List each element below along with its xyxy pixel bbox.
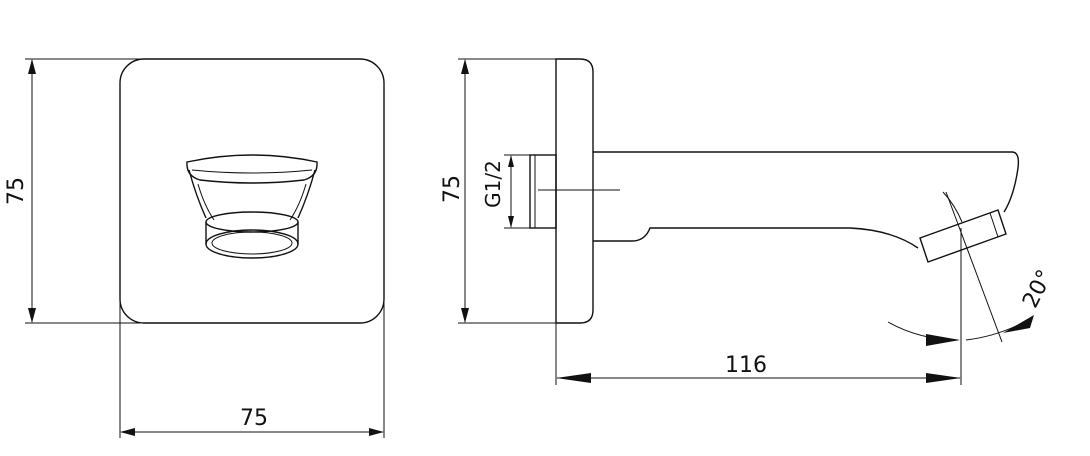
angle-label: 20°: [1018, 266, 1058, 312]
side-height-label: 75: [440, 175, 465, 203]
front-view: 75 75: [4, 58, 385, 438]
side-cover-plate: [555, 58, 594, 324]
thread-connector: [529, 154, 620, 229]
angle-dimension: 20°: [887, 191, 1058, 346]
projection-dimension: 116: [555, 228, 962, 385]
spout-body: [593, 151, 1020, 263]
front-width-label: 75: [240, 406, 268, 431]
front-width-dimension: 75: [119, 300, 385, 438]
front-height-dimension: 75: [4, 58, 140, 324]
side-height-dimension: 75: [440, 58, 560, 324]
side-view: 75 G1/2 116 20°: [440, 58, 1058, 385]
front-height-label: 75: [4, 177, 29, 205]
projection-label: 116: [725, 353, 767, 378]
front-spout-outlet: [186, 154, 318, 259]
thread-label: G1/2: [481, 160, 505, 208]
thread-dimension: G1/2: [481, 154, 530, 229]
front-cover-plate: [119, 58, 385, 324]
